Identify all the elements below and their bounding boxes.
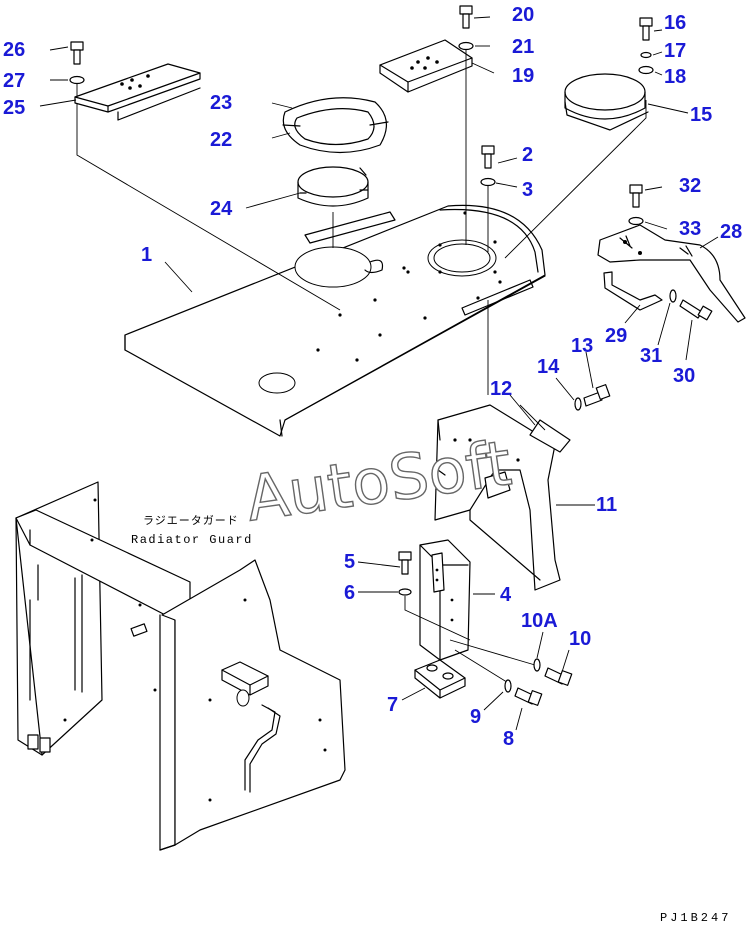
plate-25-part [74, 63, 201, 121]
callout-11: 11 [596, 494, 617, 516]
callout-33: 33 [679, 218, 701, 240]
callout-12: 12 [490, 378, 512, 400]
callout-3: 3 [522, 179, 533, 201]
drawing-code: PJ1B247 [660, 911, 731, 925]
callout-7: 7 [387, 694, 398, 716]
callout-10a: 10A [521, 610, 558, 632]
bolt-26-part [69, 41, 85, 97]
callout-8: 8 [503, 728, 514, 750]
bolt-10-part [533, 658, 573, 686]
callout-22: 22 [210, 129, 232, 151]
bolt-20-part [458, 5, 474, 51]
callout-2: 2 [522, 144, 533, 166]
callout-21: 21 [512, 36, 534, 58]
callout-19: 19 [512, 65, 534, 87]
annotation-jp-label: ラジエータガード [143, 514, 239, 527]
bolt-8-part [504, 679, 543, 706]
bolt-2-part [480, 145, 496, 187]
mount-7-part [414, 659, 466, 699]
bolt-30-part [679, 299, 713, 321]
callout-14: 14 [537, 356, 560, 378]
callout-5: 5 [344, 551, 355, 573]
bolt-5-part [398, 551, 412, 596]
callout-20: 20 [512, 4, 534, 26]
callout-18: 18 [664, 66, 686, 88]
callout-31: 31 [640, 345, 662, 367]
annotation-en-label: Radiator Guard [131, 533, 253, 547]
callout-4: 4 [500, 584, 512, 606]
plate-19-part [379, 39, 473, 93]
callout-15: 15 [690, 104, 712, 126]
callout-9: 9 [470, 706, 481, 728]
bolt-32-part [628, 184, 644, 226]
callout-17: 17 [664, 40, 686, 62]
watermark: AutoSoft [242, 426, 516, 535]
bracket-28-part [597, 224, 746, 323]
callout-32: 32 [679, 175, 701, 197]
callout-28: 28 [720, 221, 742, 243]
callout-13: 13 [571, 335, 593, 357]
callout-30: 30 [673, 365, 695, 387]
bracket-4-part [419, 539, 471, 661]
callout-1: 1 [141, 244, 152, 266]
callout-10: 10 [569, 628, 591, 650]
callout-27: 27 [3, 70, 25, 92]
clamp-22-part [282, 97, 389, 154]
plate-12-part [529, 419, 571, 453]
cover-15-part [564, 73, 649, 131]
top-cover-part [124, 204, 546, 437]
bolt-13-part [574, 384, 611, 411]
callout-labels: 1 2 3 4 5 6 7 8 9 10 10A 11 12 13 14 15 … [3, 4, 742, 750]
ring-24-part [297, 166, 369, 207]
callout-6: 6 [344, 582, 355, 604]
callout-24: 24 [210, 198, 233, 220]
callout-25: 25 [3, 97, 25, 119]
callout-16: 16 [664, 12, 686, 34]
bracket-29-part [603, 271, 663, 311]
callout-26: 26 [3, 39, 25, 61]
washer-31-part [669, 289, 677, 303]
callout-29: 29 [605, 325, 627, 347]
leader-lines [39, 16, 719, 731]
bolt-16-part [638, 17, 654, 75]
callout-23: 23 [210, 92, 232, 114]
radiator-guard-part [15, 481, 346, 851]
